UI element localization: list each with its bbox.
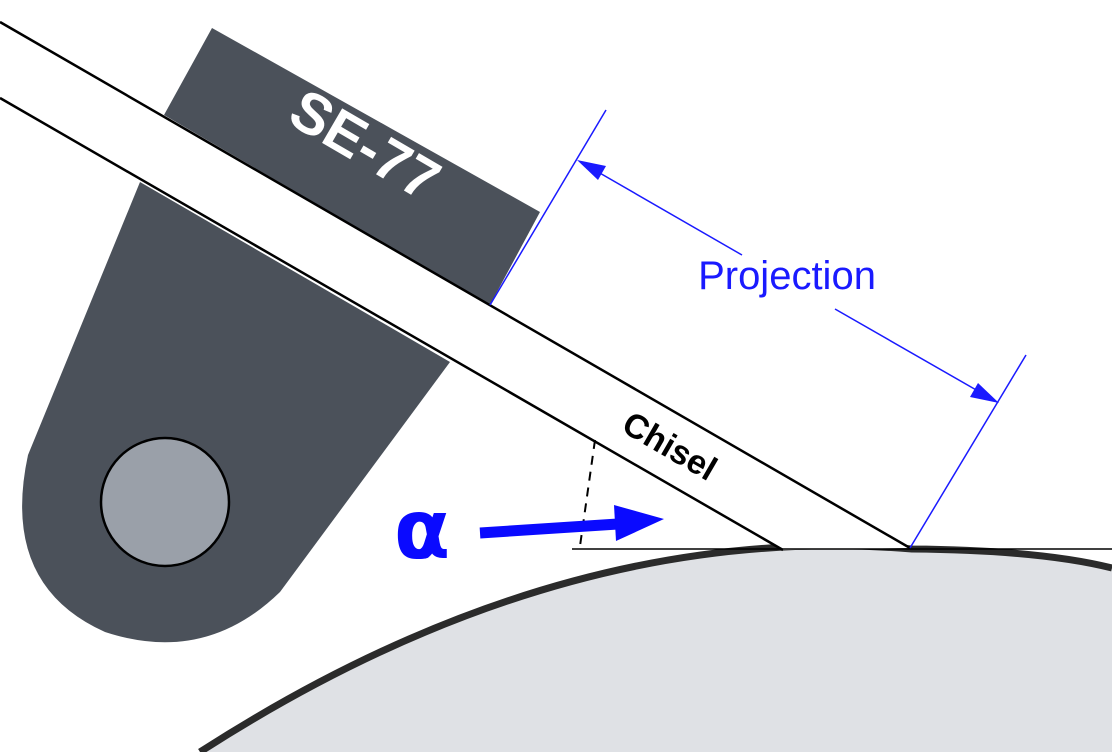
angle-pointer-arrowhead [614,505,664,541]
projection-arrowhead-right [970,383,999,403]
chisel-bottom-edge [0,96,784,552]
angle-alpha-label: α [394,483,450,578]
angle-pointer-shaft [479,518,619,539]
angle-construction-line [579,439,596,547]
projection-extension-line-left [489,109,607,306]
projection-dimension-line-upper [597,171,743,256]
projection-extension-line-right [909,354,1027,549]
projection-dimension-line-lower [834,308,979,392]
grinding-wheel-rim [198,542,1112,752]
projection-arrowhead-left [577,160,606,180]
jig-clamp-block [164,28,540,305]
pivot-pin [99,436,231,568]
grinding-wheel [200,545,1112,752]
projection-label: Projection [698,254,876,298]
chisel-top-edge [0,20,911,550]
